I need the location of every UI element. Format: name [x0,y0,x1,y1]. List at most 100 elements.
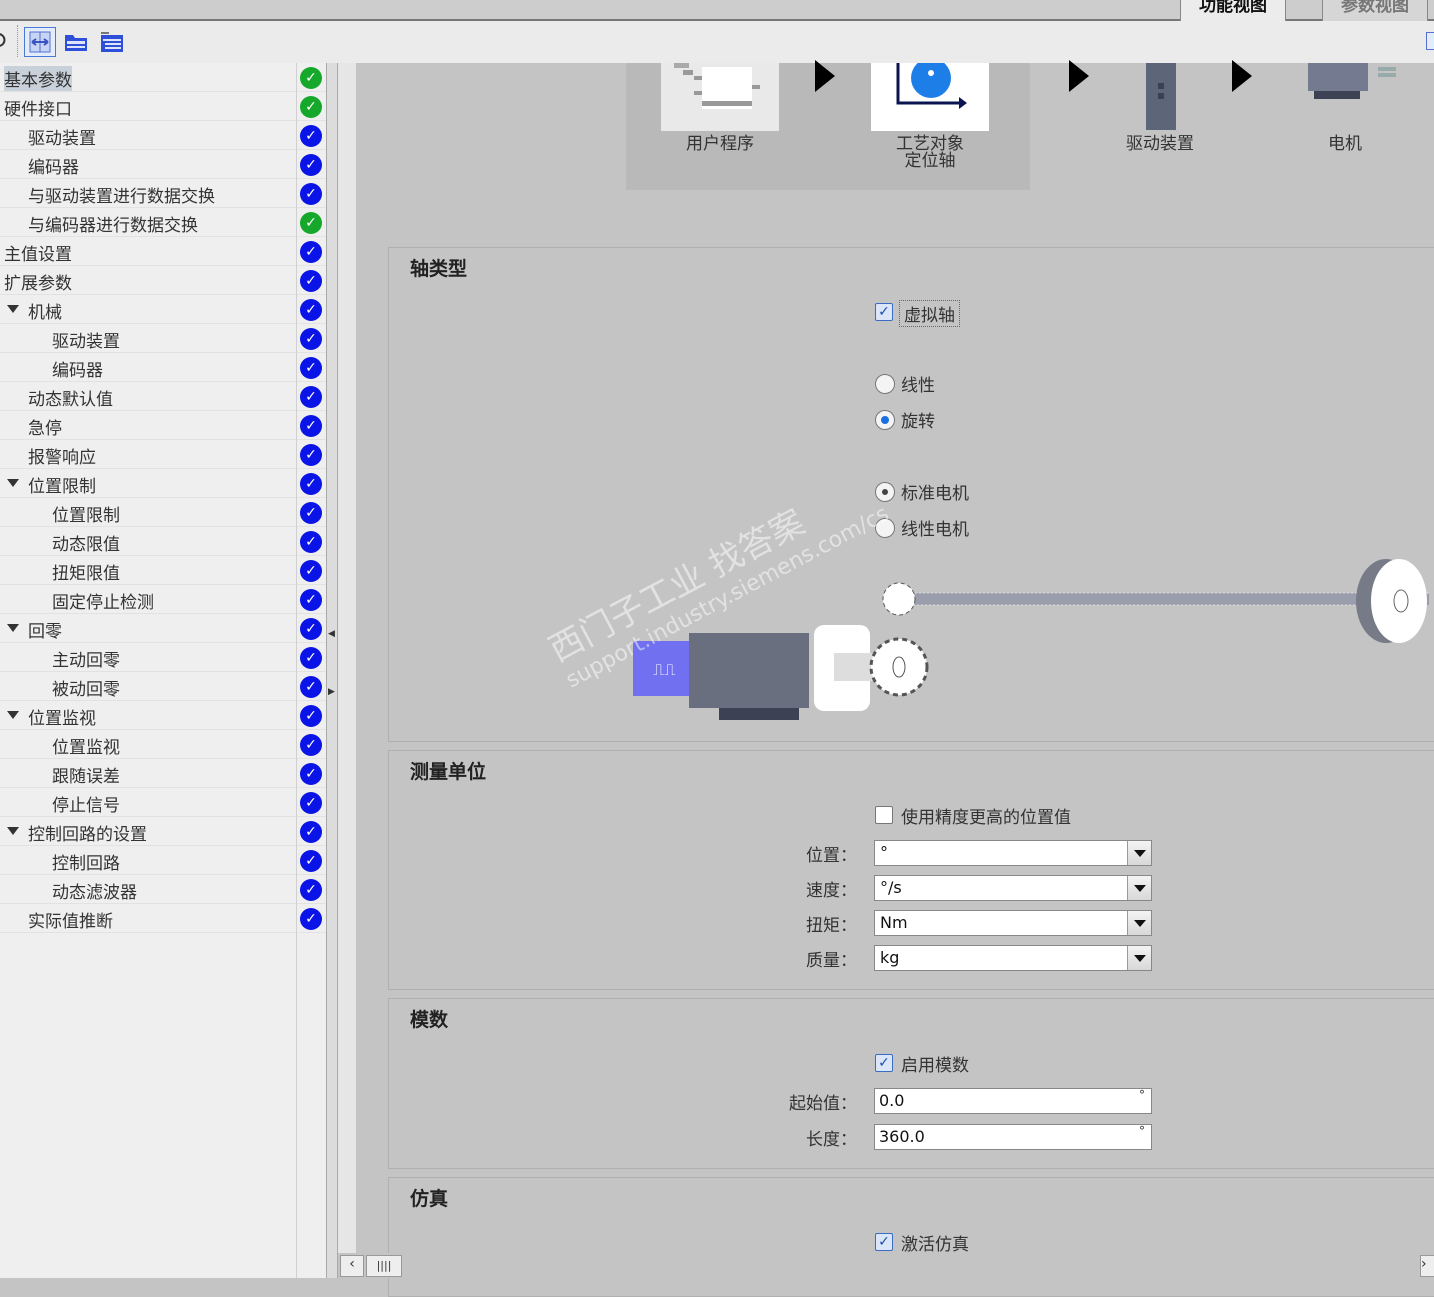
chevron-down-icon[interactable] [1127,946,1151,970]
status-check-icon: ✓ [300,879,322,901]
tech-object-positioning-axis-icon[interactable] [871,58,989,131]
tree-item[interactable]: 动态滤波器 ✓ [0,875,326,904]
mass-unit-select[interactable]: kg [874,945,1152,971]
tree-item-label: 控制回路 [52,854,120,874]
tree-item[interactable]: 控制回路的设置✓ [0,817,326,846]
expand-arrow-icon[interactable] [7,827,19,835]
modulo-length-input[interactable]: 360.0° [874,1124,1152,1150]
position-unit-select[interactable]: ° [874,840,1152,866]
status-check-icon: ✓ [300,589,322,611]
chevron-down-icon[interactable] [1127,876,1151,900]
tree-item[interactable]: 主值设置✓ [0,237,326,266]
tree-item-label: 急停 [28,419,62,439]
expand-arrow-icon[interactable] [7,711,19,719]
rotary-radio[interactable] [875,410,895,430]
tree-item[interactable]: 位置限制✓ [0,469,326,498]
content-gutter [338,63,356,1253]
activate-simulation-label[interactable]: 激活仿真 [901,1235,969,1255]
linear-motor-radio[interactable] [875,518,895,538]
tree-item[interactable]: 硬件接口✓ [0,92,326,121]
expand-arrow-icon[interactable] [7,479,19,487]
chevron-down-icon[interactable] [1127,841,1151,865]
standard-motor-radio[interactable] [875,482,895,502]
flow-user-program-label: 用户程序 [686,134,754,154]
tree-item[interactable]: 停止信号✓ [0,788,326,817]
tree-item[interactable]: 跟随误差✓ [0,759,326,788]
status-check-icon: ✓ [300,415,322,437]
tree-item[interactable]: 驱动装置✓ [0,121,326,150]
tree-item[interactable]: 被动回零✓ [0,672,326,701]
activate-simulation-checkbox[interactable]: ✓ [875,1233,893,1251]
tree-item-label: 主值设置 [4,245,72,265]
high-precision-checkbox[interactable] [875,806,893,824]
expand-panel-arrow-icon[interactable]: ▶ [328,687,335,697]
status-check-icon: ✓ [300,763,322,785]
tree-item[interactable]: 扩展参数✓ [0,266,326,295]
tree-item[interactable]: 回零✓ [0,614,326,643]
standard-motor-label[interactable]: 标准电机 [901,484,969,504]
expand-folder-icon[interactable] [96,27,128,57]
modulo-start-label: 起始值： [789,1094,857,1114]
velocity-unit-select[interactable]: °/s [874,875,1152,901]
tree-item[interactable]: 报警响应✓ [0,440,326,469]
tree-item[interactable]: 位置限制✓ [0,498,326,527]
tree-item[interactable]: 动态限值✓ [0,527,326,556]
linear-label[interactable]: 线性 [901,376,935,396]
collapse-panel-arrow-icon[interactable]: ◀ [328,629,335,639]
tree-item-label: 位置监视 [52,738,120,758]
tree-item[interactable]: 位置监视✓ [0,701,326,730]
tree-item[interactable]: 编码器✓ [0,150,326,179]
high-precision-label[interactable]: 使用精度更高的位置值 [901,808,1071,828]
enable-modulo-label[interactable]: 启用模数 [901,1056,969,1076]
drive-icon[interactable] [1146,63,1176,130]
torque-unit-select[interactable]: Nm [874,910,1152,936]
tree-item[interactable]: 与编码器进行数据交换✓ [0,208,326,237]
expand-arrow-icon[interactable] [7,305,19,313]
tree-item[interactable]: 驱动装置✓ [0,324,326,353]
navigation-tree: 基本参数✓硬件接口✓驱动装置✓编码器✓与驱动装置进行数据交换✓与编码器进行数据交… [0,63,326,1278]
status-check-icon: ✓ [300,444,322,466]
tree-item[interactable]: 控制回路✓ [0,846,326,875]
tree-item[interactable]: 固定停止检测✓ [0,585,326,614]
refresh-icon[interactable] [0,27,18,57]
tree-scrollbar[interactable]: ◀ ▶ [326,63,338,1278]
tree-item-label: 被动回零 [52,680,120,700]
linear-radio[interactable] [875,374,895,394]
tree-item[interactable]: 扭矩限值✓ [0,556,326,585]
linear-motor-label[interactable]: 线性电机 [901,520,969,540]
tree-item[interactable]: 位置监视✓ [0,730,326,759]
scroll-thumb[interactable]: |||| [366,1255,402,1277]
expand-arrow-icon[interactable] [7,624,19,632]
tree-item[interactable]: 编码器✓ [0,353,326,382]
status-check-icon: ✓ [300,125,322,147]
tab-parameter-view[interactable]: 参数视图 [1322,0,1428,21]
tree-item-label: 动态滤波器 [52,883,137,903]
modulo-start-input[interactable]: 0.0° [874,1088,1152,1114]
chevron-down-icon[interactable] [1127,911,1151,935]
tree-item[interactable]: 动态默认值✓ [0,382,326,411]
tab-function-view[interactable]: 功能视图 [1180,0,1286,21]
panel-toggle-icon[interactable] [1426,32,1434,50]
user-program-icon[interactable] [661,63,779,131]
scroll-right-icon[interactable]: › [1420,1255,1434,1277]
tree-item-label: 回零 [28,622,62,642]
tree-item[interactable]: 主动回零✓ [0,643,326,672]
tree-item-label: 扭矩限值 [52,564,120,584]
status-check-icon: ✓ [300,386,322,408]
enable-modulo-checkbox[interactable]: ✓ [875,1054,893,1072]
horizontal-scrollbar[interactable]: ‹ |||| › [338,1253,1434,1278]
collapse-folder-icon[interactable] [60,27,92,57]
virtual-axis-label[interactable]: 虚拟轴 [899,300,960,327]
tree-item[interactable]: 实际值推断✓ [0,904,326,933]
tree-item[interactable]: 基本参数✓ [0,63,326,92]
tree-item[interactable]: 急停 ✓ [0,411,326,440]
tree-item-label: 控制回路的设置 [28,825,147,845]
scroll-left-icon[interactable]: ‹ [340,1255,364,1277]
modulo-title: 模数 [410,1009,449,1031]
tree-item[interactable]: 与驱动装置进行数据交换✓ [0,179,326,208]
virtual-axis-checkbox[interactable]: ✓ [875,303,893,321]
tree-item[interactable]: 机械✓ [0,295,326,324]
motor-icon[interactable] [1308,63,1398,103]
expand-width-icon[interactable] [24,27,56,57]
rotary-label[interactable]: 旋转 [901,412,935,432]
